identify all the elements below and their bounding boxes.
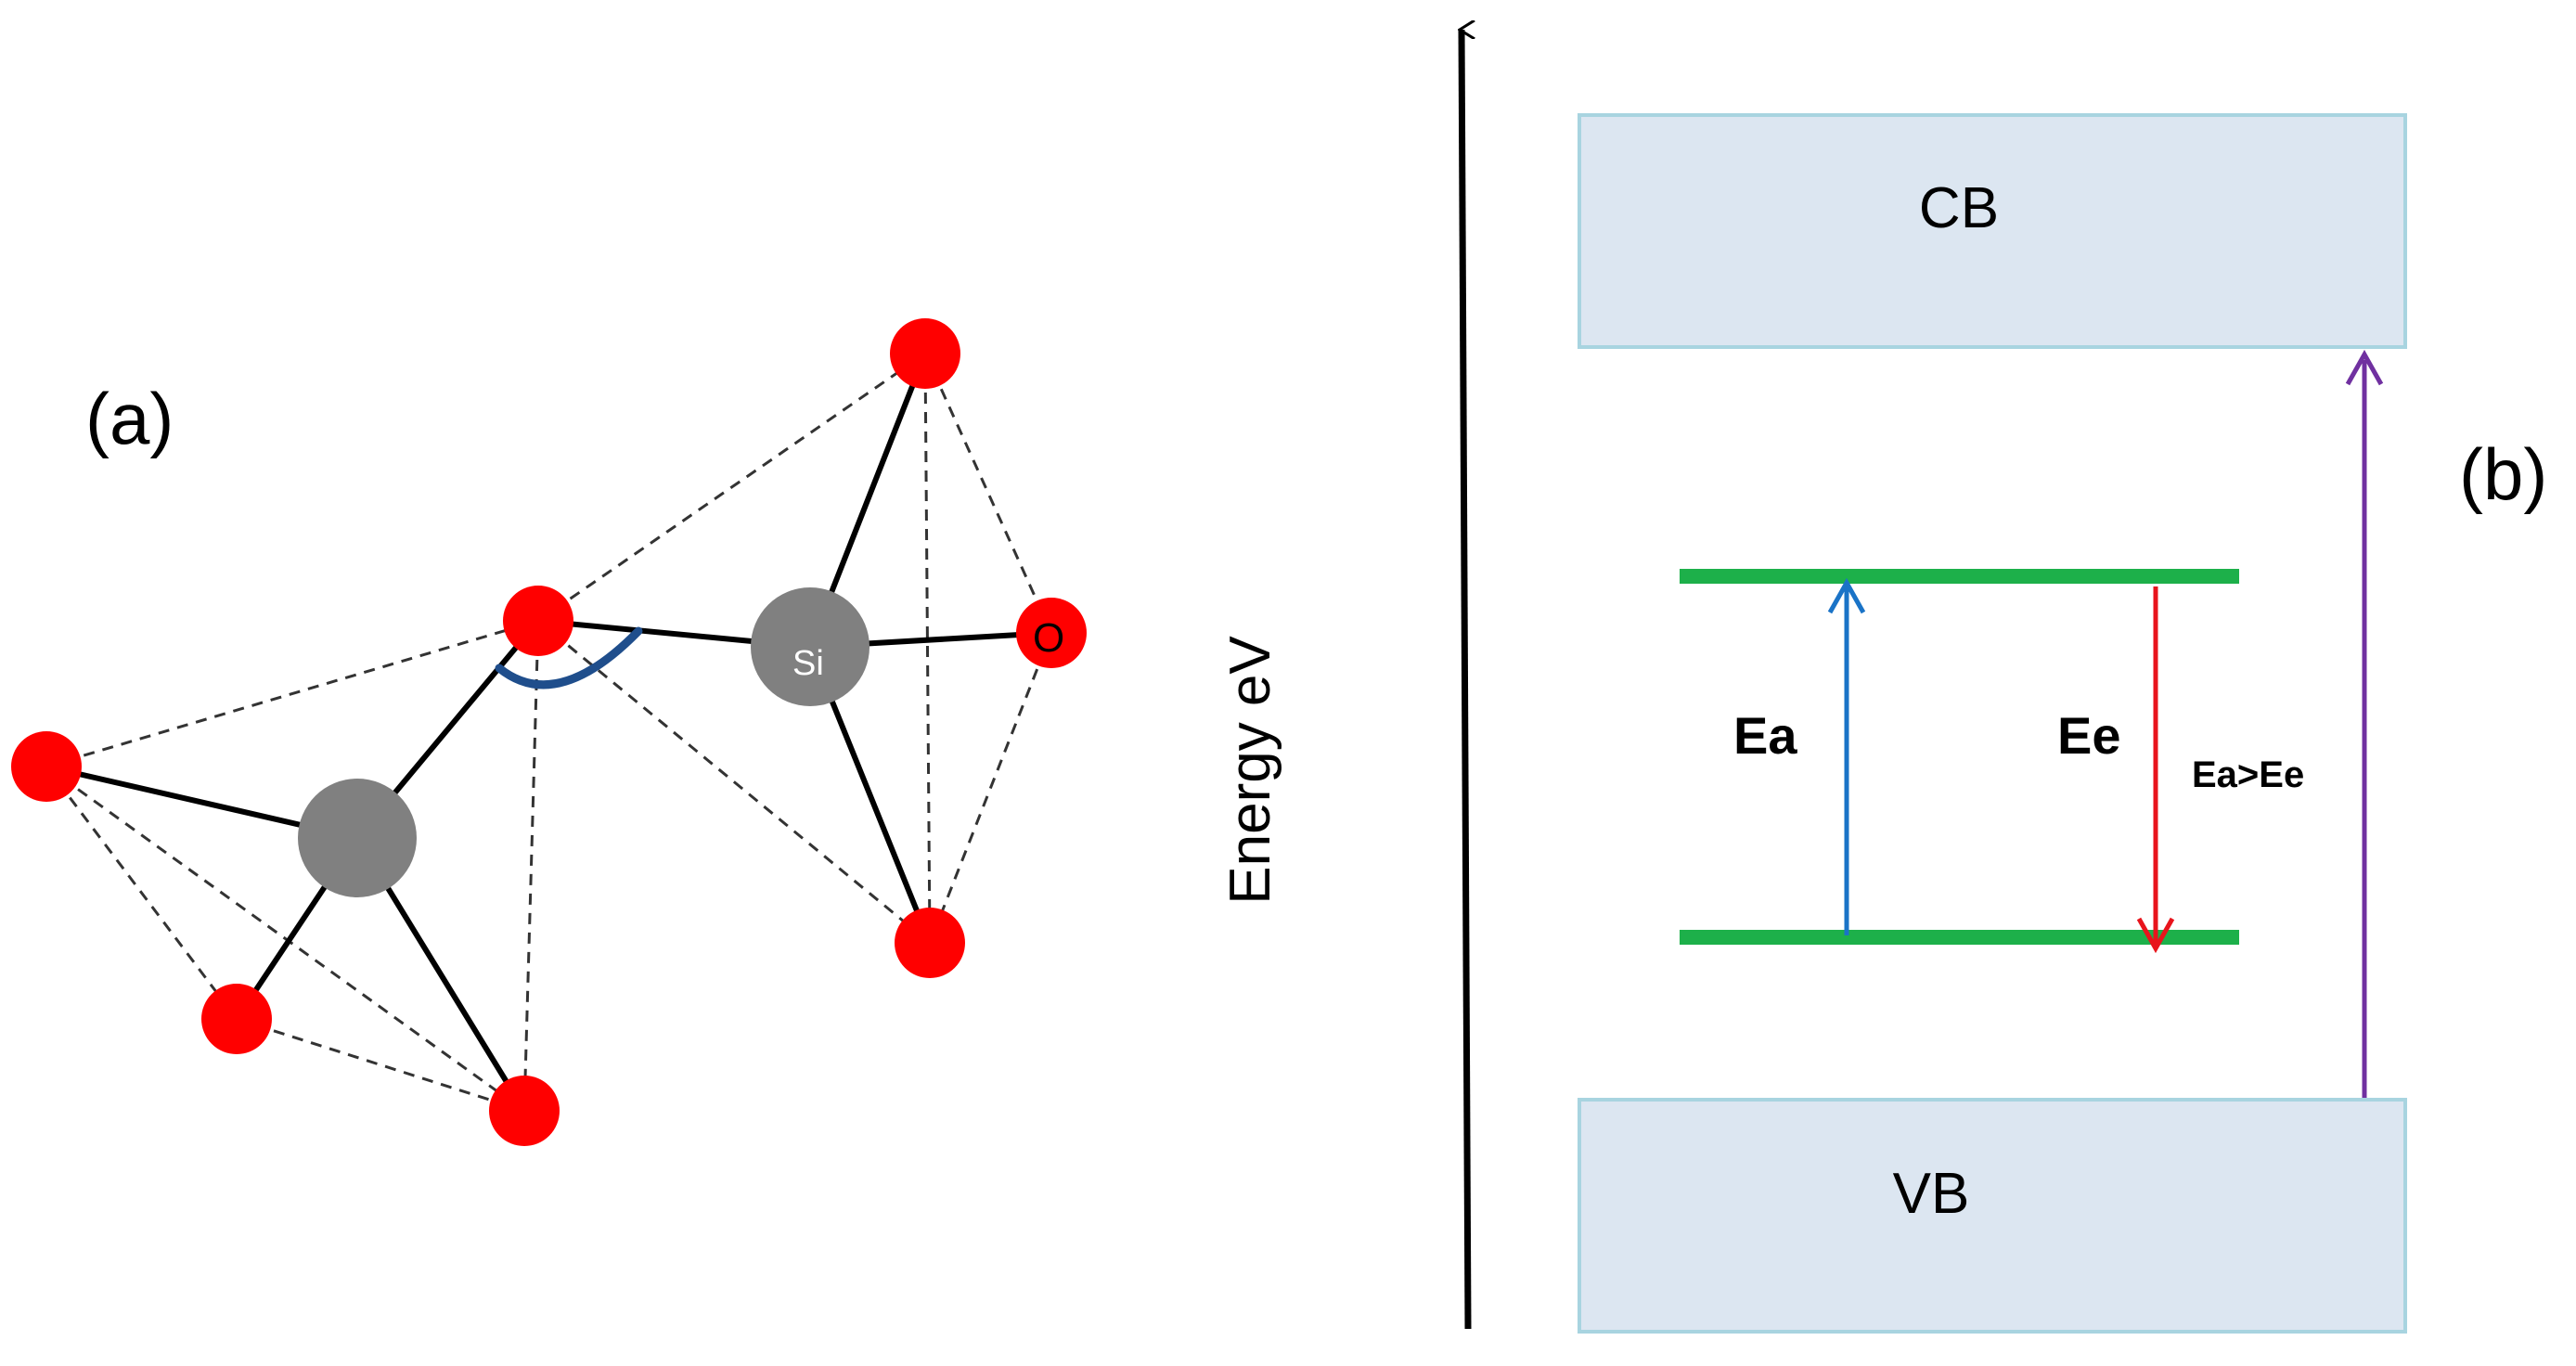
edge-right-1 (537, 352, 926, 623)
edge-right-5 (928, 632, 1053, 944)
oxygen-atom-right (1016, 598, 1087, 668)
panel-b: Energy eV CB VB Ea Ee Ea>Ee (b) (1218, 30, 2547, 1334)
bond-angle-arc (495, 626, 643, 689)
edge-right-4 (923, 353, 932, 944)
tetrahedron-edges (45, 352, 1053, 1113)
silicon-atom-left (298, 779, 417, 897)
energy-axis-arrow (1462, 30, 1468, 1330)
conduction-band-label: CB (1919, 176, 1999, 240)
oxygen-atom-left (11, 731, 82, 802)
edge-left-4 (236, 1017, 525, 1113)
oxygen-atoms (11, 318, 1087, 1146)
energy-axis-label: Energy eV (1218, 636, 1282, 905)
silicon-label: Si (792, 644, 824, 683)
emission-label: Ee (2057, 706, 2121, 765)
edge-left-5 (522, 620, 540, 1112)
oxygen-atom-lower-right (895, 908, 965, 978)
valence-band (1578, 1098, 2407, 1334)
band-gap-arrowhead (2345, 349, 2384, 386)
silicon-atom-right (751, 587, 869, 706)
valence-band-label: VB (1893, 1162, 1970, 1226)
edge-left-1 (45, 619, 539, 768)
panel-b-label: (b) (2459, 433, 2547, 515)
edge-left-2 (45, 766, 238, 1020)
oxygen-atom-bridge (503, 586, 573, 656)
absorption-label: Ea (1733, 706, 1797, 765)
oxygen-atom-lower-left (201, 984, 272, 1054)
absorption-arrowhead (1827, 577, 1866, 614)
oxygen-atom-bottom (489, 1076, 560, 1146)
panel-a: (a) (11, 318, 1087, 1146)
bonds (44, 351, 1054, 1114)
emission-arrowhead (2136, 917, 2175, 954)
edge-right-2 (537, 619, 931, 945)
edge-left-3 (45, 765, 525, 1113)
conduction-band (1578, 113, 2407, 349)
energy-relation-label: Ea>Ee (2192, 754, 2304, 795)
edge-right-3 (923, 353, 1053, 634)
panel-a-label: (a) (85, 378, 174, 459)
oxygen-label: O (1033, 615, 1064, 661)
oxygen-atom-top (890, 318, 960, 389)
